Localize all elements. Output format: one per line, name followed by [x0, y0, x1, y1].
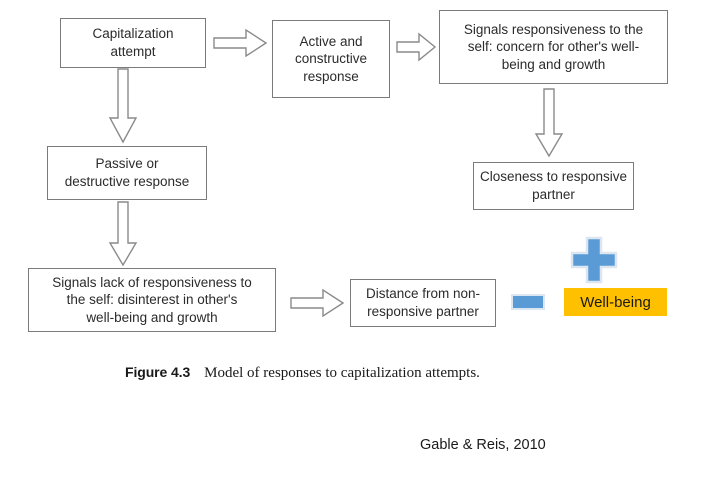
arrow-passive-to-signals-lack [107, 201, 139, 267]
node-distance-from-nonresponsive-partner: Distance from non- responsive partner [350, 279, 496, 327]
plus-sign-icon [570, 236, 618, 284]
figure-caption: Figure 4.3 Model of responses to capitali… [125, 364, 480, 382]
figure-caption-label: Figure 4.3 [125, 364, 191, 380]
figure-citation: Gable & Reis, 2010 [420, 437, 546, 453]
node-signals-responsiveness: Signals responsiveness to the self: conc… [439, 10, 668, 84]
minus-sign-icon [511, 294, 545, 310]
node-closeness-to-responsive-partner: Closeness to responsive partner [473, 162, 634, 210]
node-active-constructive-response: Active and constructive response [272, 20, 390, 98]
arrow-signals-lack-to-distance [290, 288, 345, 318]
arrow-capitalization-to-active [213, 28, 268, 58]
arrow-capitalization-to-passive [107, 68, 139, 144]
node-passive-destructive-response: Passive or destructive response [47, 146, 207, 200]
node-capitalization-attempt: Capitalization attempt [60, 18, 206, 68]
node-signals-lack-of-responsiveness: Signals lack of responsiveness to the se… [28, 268, 276, 332]
arrow-active-to-signals-responsiveness [396, 32, 437, 62]
figure-caption-text: Model of responses to capitalization att… [204, 365, 480, 381]
arrow-signals-responsiveness-to-closeness [533, 88, 565, 158]
outcome-well-being: Well-being [564, 288, 667, 316]
